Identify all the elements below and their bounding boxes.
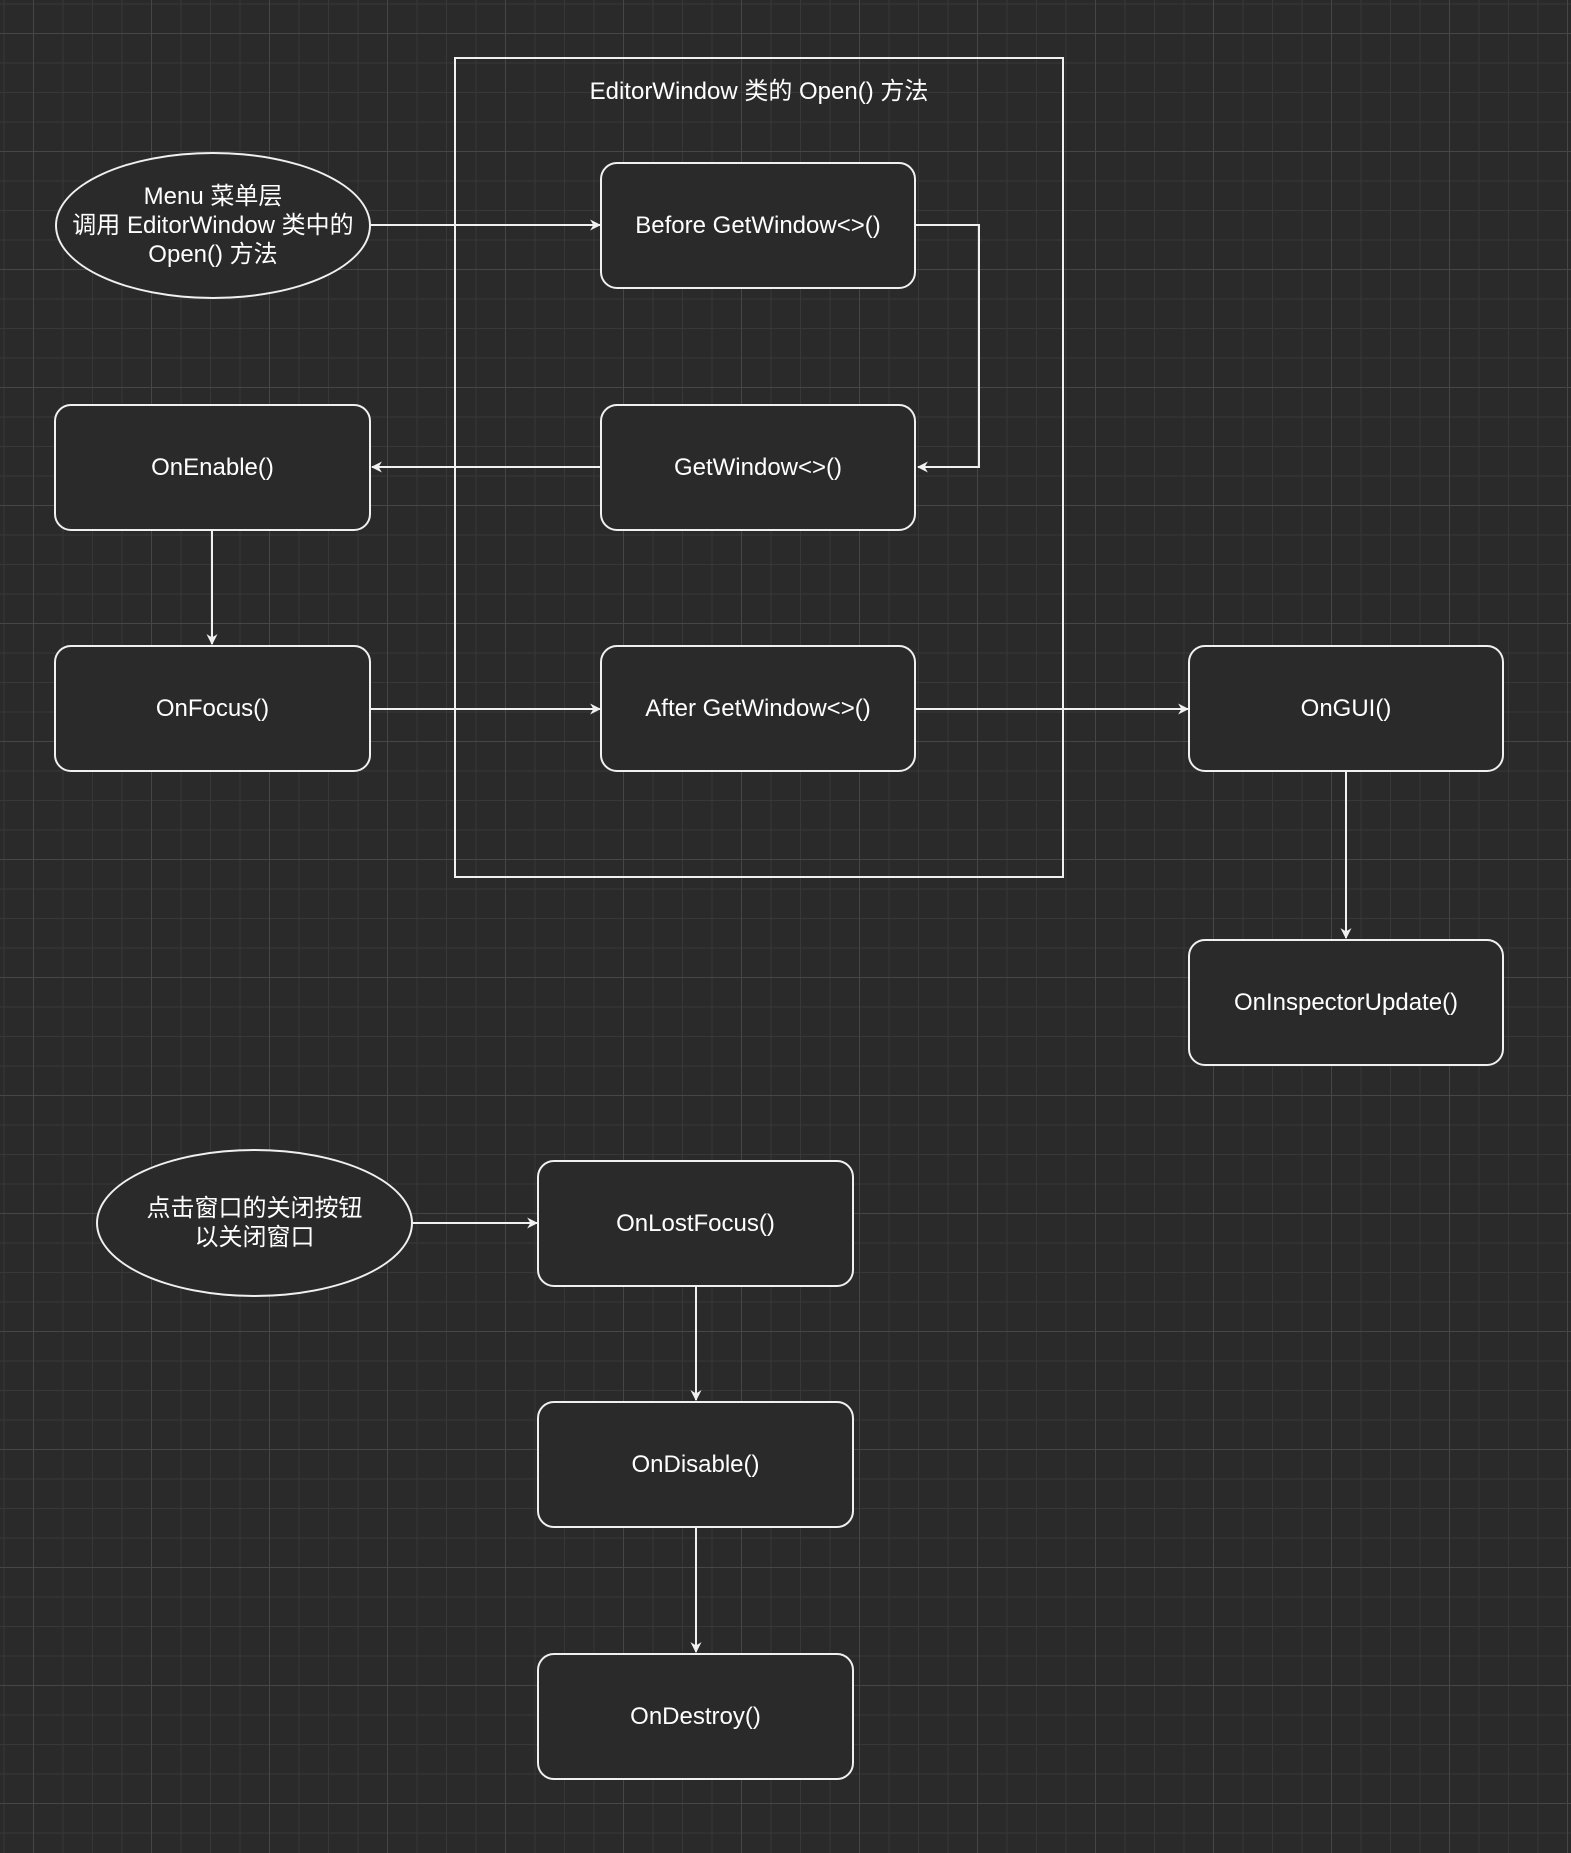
after-getwindow-node[interactable]: After GetWindow<>() xyxy=(600,645,916,772)
ondestroy-node[interactable]: OnDestroy() xyxy=(537,1653,854,1780)
ondisable-node[interactable]: OnDisable() xyxy=(537,1401,854,1528)
before-getwindow-node[interactable]: Before GetWindow<>() xyxy=(600,162,916,289)
ongui-node[interactable]: OnGUI() xyxy=(1188,645,1504,772)
onfocus-node[interactable]: OnFocus() xyxy=(54,645,371,772)
onenable-node[interactable]: OnEnable() xyxy=(54,404,371,531)
open-method-container: EditorWindow 类的 Open() 方法 xyxy=(454,57,1064,878)
container-title: EditorWindow 类的 Open() 方法 xyxy=(589,78,929,105)
close-window-node[interactable]: 点击窗口的关闭按钮 以关闭窗口 xyxy=(96,1149,413,1297)
onlostfocus-node[interactable]: OnLostFocus() xyxy=(537,1160,854,1287)
getwindow-node[interactable]: GetWindow<>() xyxy=(600,404,916,531)
oninspectorupdate-node[interactable]: OnInspectorUpdate() xyxy=(1188,939,1504,1066)
menu-call-node[interactable]: Menu 菜单层 调用 EditorWindow 类中的 Open() 方法 xyxy=(55,152,371,299)
edge-before-to-getwindow xyxy=(916,224,980,473)
